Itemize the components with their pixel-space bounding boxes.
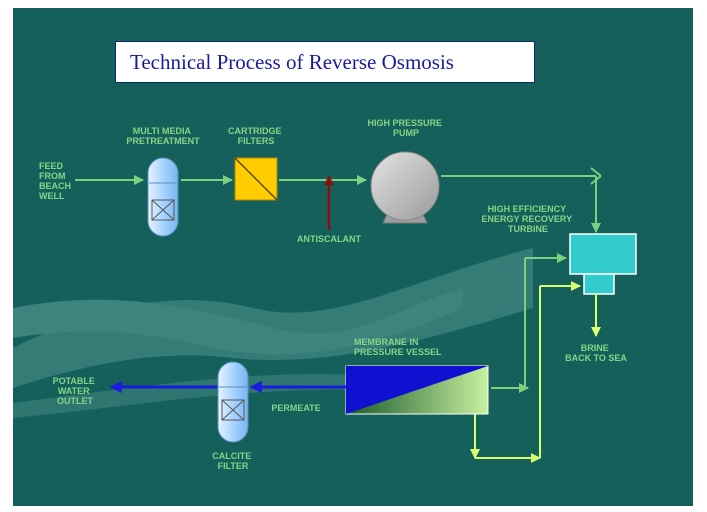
- label-brine: BRINE BACK TO SEA: [565, 343, 627, 363]
- multimedia-pretreatment-vessel: [147, 157, 179, 237]
- high-pressure-pump: [370, 151, 440, 224]
- label-feed: FEED FROM BEACH WELL: [39, 161, 74, 201]
- title-box: Technical Process of Reverse Osmosis: [115, 41, 535, 83]
- diagram-title: Technical Process of Reverse Osmosis: [130, 49, 454, 74]
- diagram-slide: FEED FROM BEACH WELL MULTI MEDIA PRETREA…: [13, 8, 693, 506]
- brine-return-line: [491, 253, 567, 393]
- label-potable: POTABLE WATER OUTLET: [53, 376, 98, 406]
- membrane-pressure-vessel: [345, 365, 489, 415]
- label-cartridge: CARTRIDGE FILTERS: [228, 126, 284, 146]
- calcite-filter-vessel: [217, 361, 249, 443]
- cartridge-filter: [234, 157, 278, 201]
- label-antiscalant: ANTISCALANT: [297, 234, 361, 244]
- feed-flow-line: [75, 167, 602, 233]
- label-turbine: HIGH EFFICIENCY ENERGY RECOVERY TURBINE: [482, 204, 575, 234]
- label-membrane: MEMBRANE IN PRESSURE VESSEL: [354, 337, 442, 357]
- background-waves: [13, 248, 533, 418]
- label-calcite: CALCITE FILTER: [212, 451, 254, 471]
- energy-recovery-turbine: [569, 233, 637, 295]
- concentrate-line: [470, 281, 581, 463]
- label-multimedia: MULTI MEDIA PRETREATMENT: [126, 126, 200, 146]
- label-pump: HIGH PRESSURE PUMP: [367, 118, 444, 138]
- label-permeate: PERMEATE: [271, 403, 320, 413]
- process-diagram: FEED FROM BEACH WELL MULTI MEDIA PRETREA…: [13, 118, 637, 471]
